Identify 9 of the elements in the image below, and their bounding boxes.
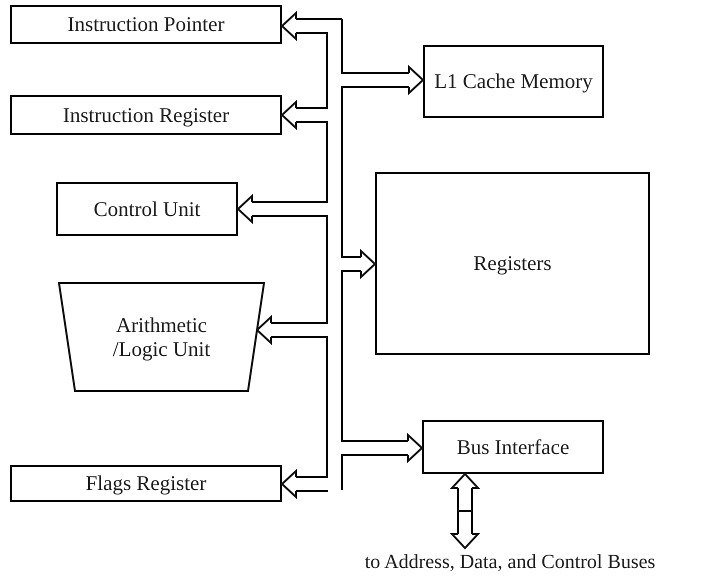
process-box: Registers (375, 172, 650, 355)
text-label: to Address, Data, and Control Buses (300, 548, 720, 576)
process-box: Bus Interface (422, 420, 604, 474)
process-box: Instruction Pointer (10, 5, 282, 44)
process-box: Instruction Register (10, 95, 282, 135)
process-box: Control Unit (56, 182, 238, 236)
process-box: L1 Cache Memory (423, 45, 604, 118)
process-box: Flags Register (10, 465, 282, 502)
trapezoid-box: Arithmetic /Logic Unit (58, 282, 265, 392)
